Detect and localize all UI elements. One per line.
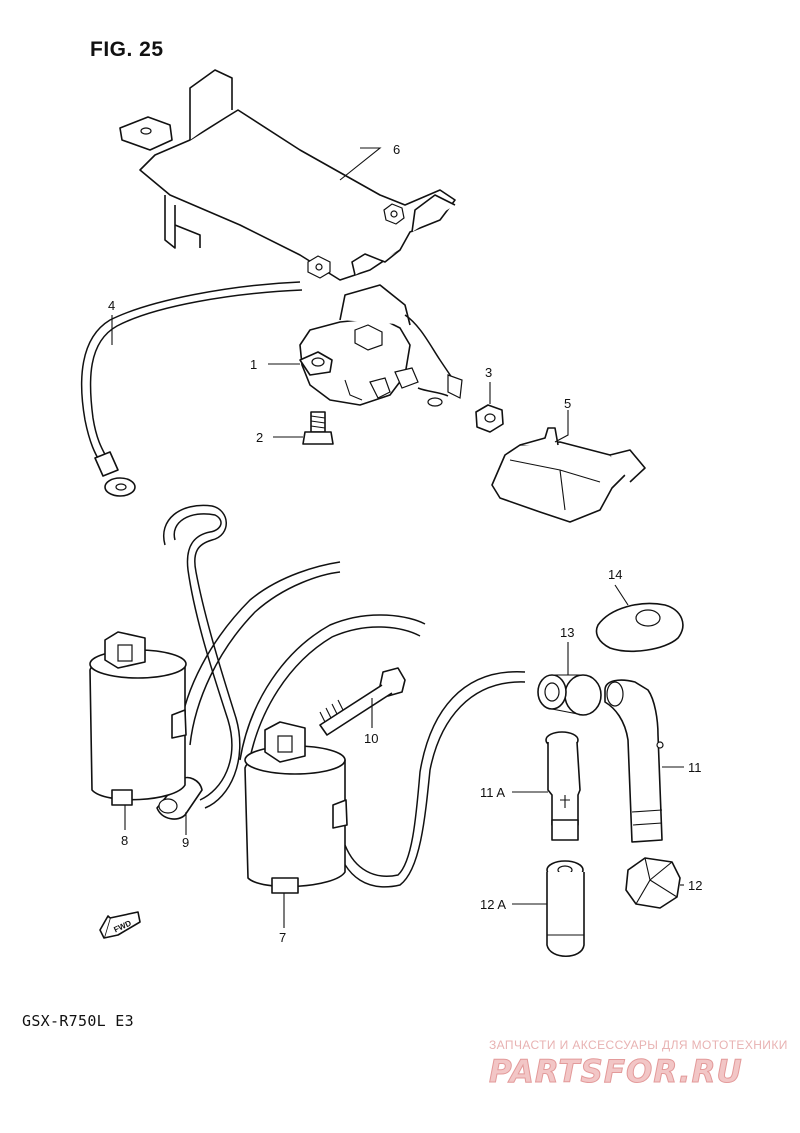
callout-9: 9 (182, 835, 189, 850)
callout-1: 1 (250, 357, 257, 372)
callout-3: 3 (485, 365, 492, 380)
part-1-starter-relay (299, 284, 419, 406)
hoses (156, 504, 526, 888)
watermark-tagline: ЗАПЧАСТИ И АКСЕССУАРЫ ДЛЯ МОТОТЕХНИКИ (489, 1038, 788, 1052)
callout-labels: 6 1 2 3 5 4 14 13 11 11 A 12 12 A 10 8 9… (108, 142, 702, 945)
callout-7: 7 (279, 930, 286, 945)
callout-5: 5 (564, 396, 571, 411)
callout-8: 8 (121, 833, 128, 848)
part-5-boot (491, 427, 646, 523)
callout-11: 11 (688, 760, 702, 775)
callout-14: 14 (608, 567, 622, 582)
part-10-bolt (319, 667, 406, 736)
part-14-cap (595, 602, 684, 652)
watermark-logo: PARTSFOR.RU (489, 1054, 743, 1091)
part-3-nut (475, 404, 504, 433)
part-13-grommet (537, 674, 602, 716)
callout-4: 4 (108, 298, 115, 313)
callout-10: 10 (364, 731, 378, 746)
part-6-bracket (119, 69, 456, 281)
callout-12: 12 (688, 878, 702, 893)
part-12-cap-nut (625, 857, 681, 909)
callout-2: 2 (256, 430, 263, 445)
part-4-cable (80, 281, 303, 497)
figure-title: FIG. 25 (90, 38, 164, 61)
leader-lines (111, 147, 684, 928)
model-code: GSX-R750L E3 (22, 1012, 134, 1030)
callout-13: 13 (560, 625, 574, 640)
callout-12a: 12 A (480, 897, 506, 912)
part-12a-cover (546, 860, 585, 958)
callout-6: 6 (393, 142, 400, 157)
callout-11a: 11 A (480, 785, 505, 800)
relay-lead (404, 314, 463, 407)
part-11-plug-cap (604, 679, 664, 843)
part-7-ignition-coil (244, 721, 348, 894)
fwd-arrow: FWD (99, 911, 141, 939)
part-2-bolt (302, 411, 334, 445)
part-11a-plug-cap (545, 731, 581, 841)
part-8-ignition-coil (89, 631, 187, 806)
